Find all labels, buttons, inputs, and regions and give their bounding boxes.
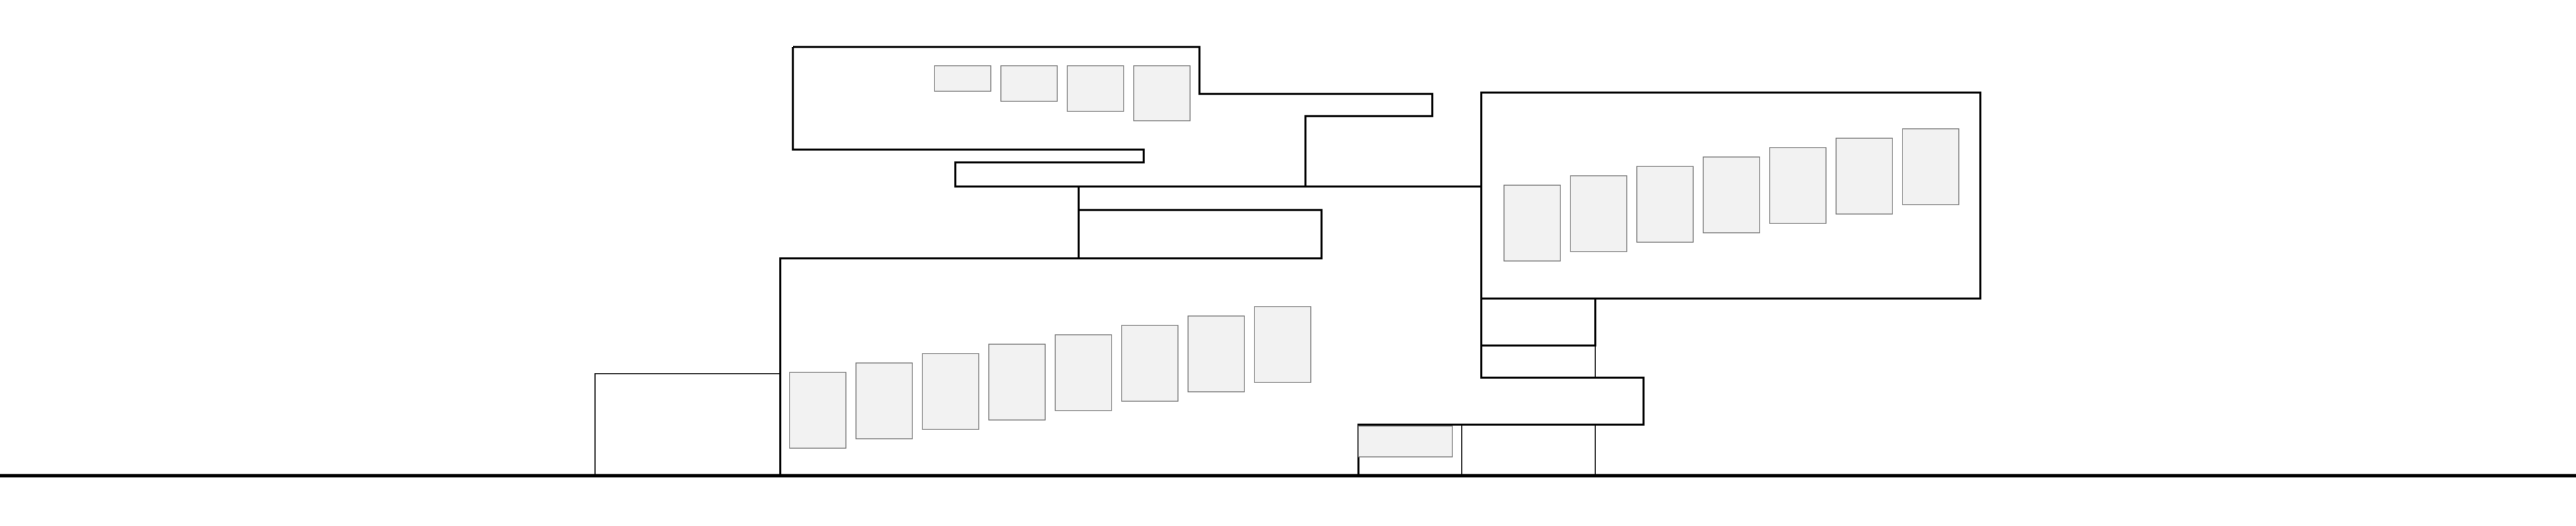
window xyxy=(1902,128,1960,205)
window xyxy=(934,65,991,92)
thin-slab xyxy=(955,150,1145,164)
lower-left-annex xyxy=(594,373,780,476)
lower-left-volume xyxy=(779,257,1079,476)
window xyxy=(1636,166,1694,243)
window xyxy=(1254,306,1311,383)
window xyxy=(1358,425,1453,458)
window xyxy=(922,353,979,430)
window xyxy=(1703,156,1760,233)
window xyxy=(1133,65,1191,121)
window xyxy=(1570,175,1627,252)
window xyxy=(1503,185,1561,262)
window xyxy=(1121,325,1179,402)
window xyxy=(1187,315,1245,392)
window xyxy=(1000,65,1058,102)
window xyxy=(988,344,1046,421)
stack-box-upper xyxy=(1480,299,1597,347)
window xyxy=(1769,147,1827,224)
window xyxy=(1055,334,1112,411)
window xyxy=(1067,65,1124,112)
central-connector xyxy=(1077,187,1323,260)
window xyxy=(789,372,847,449)
window xyxy=(1835,138,1893,215)
window xyxy=(855,362,913,439)
